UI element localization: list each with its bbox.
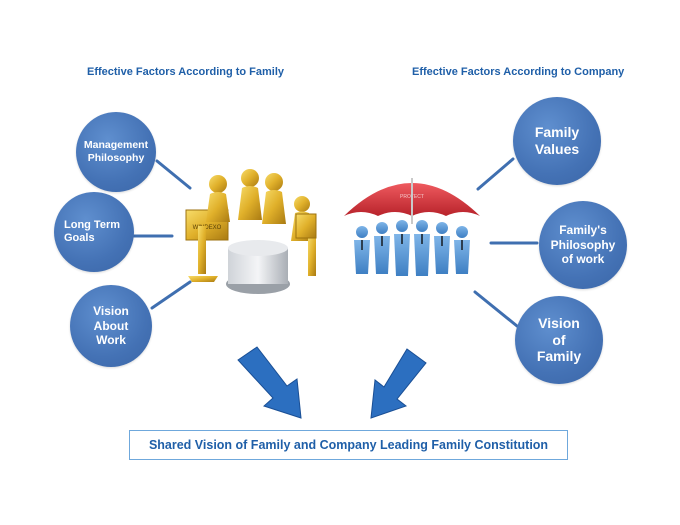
factor-circle-family-philosophy: Family's Philosophy of work — [539, 201, 627, 289]
factor-label: Vision About Work — [93, 304, 129, 348]
right-down-arrow — [370, 348, 427, 419]
company-factors-heading: Effective Factors According to Company — [412, 66, 625, 78]
connector-management-philosophy — [155, 159, 192, 190]
factor-label: Vision of Family — [536, 314, 582, 365]
connector-family-values — [476, 157, 515, 191]
shared-vision-box: Shared Vision of Family and Company Lead… — [129, 430, 568, 460]
factor-circle-long-term-goals: Long Term Goals — [54, 192, 134, 272]
umbrella-people-icon: PROTECT — [344, 178, 480, 276]
factor-circle-vision-about-work: Vision About Work — [70, 285, 152, 367]
factor-label: Long Term Goals — [64, 218, 121, 244]
factor-label: Family Values — [534, 124, 580, 157]
gold-figures-meeting-icon: WINDEXO — [185, 169, 317, 294]
connector-vision-of-family — [473, 290, 519, 328]
factor-circle-vision-of-family: Vision of Family — [515, 296, 603, 384]
connector-vision-about-work — [150, 280, 192, 310]
screen-text: WINDEXO — [193, 225, 222, 231]
factor-label: Family's Philosophy of work — [550, 223, 616, 267]
factor-circle-management-philosophy: Management Philosophy — [76, 112, 156, 192]
factor-label: Management Philosophy — [83, 139, 149, 164]
family-factors-heading: Effective Factors According to Family — [87, 66, 285, 78]
factor-circle-family-values: Family Values — [513, 97, 601, 185]
left-down-arrow — [237, 346, 302, 419]
